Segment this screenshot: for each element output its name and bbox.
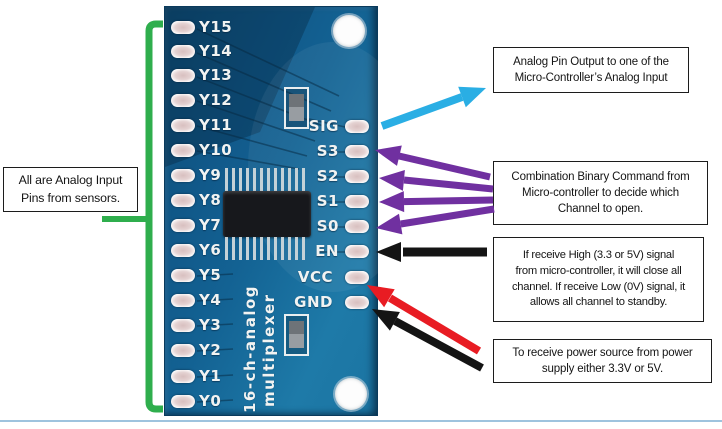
pin-pad-y0	[171, 395, 195, 408]
pin-pad-gnd	[345, 296, 369, 309]
arrow-en-head	[376, 242, 401, 262]
board-title-line2: multiplexer	[260, 293, 278, 407]
pin-label-y9: Y9	[199, 166, 222, 184]
arrow-s1-shaft	[403, 196, 494, 206]
arrow-vcc	[367, 285, 482, 355]
pin-pad-sig	[345, 120, 369, 133]
pin-label-y8: Y8	[199, 191, 222, 209]
arrow-s0	[376, 205, 495, 235]
bracket-path	[145, 20, 163, 413]
pin-pad-y1	[171, 370, 195, 383]
pin-pad-y13	[171, 69, 195, 82]
pin-label-y6: Y6	[199, 241, 222, 259]
arrow-gnd-shaft	[393, 317, 484, 372]
pin-label-y7: Y7	[199, 216, 222, 234]
pin-pad-y14	[171, 45, 195, 58]
arrow-sig-head	[458, 86, 486, 108]
pin-label-s2: S2	[316, 167, 339, 185]
note-analog-inputs: All are Analog Input Pins from sensors.	[3, 167, 138, 212]
pin-label-y2: Y2	[199, 341, 222, 359]
pin-label-gnd: GND	[294, 293, 333, 311]
arrow-s2-head	[379, 170, 405, 191]
pin-label-y10: Y10	[199, 141, 233, 159]
pin-pad-s3	[345, 145, 369, 158]
arrow-s2	[379, 170, 494, 193]
pin-label-y3: Y3	[199, 316, 222, 334]
note-sig-output: Analog Pin Output to one of the Micro-Co…	[493, 47, 689, 93]
pin-label-y0: Y0	[199, 392, 222, 410]
ic-leads-top	[225, 168, 309, 191]
smd-component-top	[284, 87, 309, 129]
mount-hole-top	[333, 15, 365, 47]
mount-hole-bottom	[335, 378, 367, 410]
pin-pad-y6	[171, 244, 195, 257]
smd-part	[289, 94, 304, 107]
pin-label-y1: Y1	[199, 367, 222, 385]
smd-component-bottom	[284, 314, 309, 356]
trace-group	[196, 28, 346, 403]
pin-pad-y12	[171, 94, 195, 107]
pin-label-sig: SIG	[308, 117, 339, 135]
pin-pad-en	[345, 245, 369, 258]
ic-chip	[223, 191, 311, 237]
pin-label-y12: Y12	[199, 91, 233, 109]
arrow-s0-shaft	[400, 205, 495, 228]
pin-pad-y3	[171, 319, 195, 332]
pin-pad-s2	[345, 170, 369, 183]
arrow-gnd	[372, 309, 484, 372]
pin-pad-y9	[171, 169, 195, 182]
pin-label-y11: Y11	[199, 116, 233, 134]
arrow-s2-shaft	[403, 176, 494, 193]
pin-label-en: EN	[315, 242, 339, 260]
arrow-s3	[375, 145, 491, 181]
arrow-sig-shaft	[380, 93, 464, 130]
pin-pad-y4	[171, 294, 195, 307]
smd-part	[289, 107, 304, 121]
arrow-s1	[379, 191, 494, 213]
pin-label-vcc: VCC	[297, 268, 333, 286]
pin-label-y14: Y14	[199, 42, 233, 60]
pin-pad-s1	[345, 195, 369, 208]
pin-label-y13: Y13	[199, 66, 233, 84]
arrow-s0-head	[376, 213, 403, 235]
pin-pad-y7	[171, 219, 195, 232]
pin-pad-y10	[171, 144, 195, 157]
arrow-s3-shaft	[398, 152, 491, 181]
arrow-sig	[380, 86, 486, 130]
note-select-lines: Combination Binary Command from Micro-co…	[493, 161, 708, 225]
pin-pad-y5	[171, 269, 195, 282]
pin-label-y4: Y4	[199, 291, 222, 309]
pin-pad-s0	[345, 220, 369, 233]
pin-pad-y2	[171, 344, 195, 357]
note-power-supply: To receive power source from power suppl…	[493, 339, 712, 383]
ic-leads-bottom	[225, 237, 309, 260]
pin-label-s3: S3	[316, 142, 339, 160]
pin-label-y15: Y15	[199, 18, 233, 36]
pin-pad-y8	[171, 194, 195, 207]
bottom-divider-line	[0, 420, 722, 422]
arrow-vcc-shaft	[387, 294, 482, 355]
pin-pad-vcc	[345, 271, 369, 284]
pin-label-y5: Y5	[199, 266, 222, 284]
arrow-en	[376, 242, 487, 262]
pin-label-s0: S0	[316, 217, 339, 235]
pin-pad-y11	[171, 119, 195, 132]
bracket-left-pins	[102, 20, 163, 413]
pcb-board: 16-ch-analog multiplexer Y15 Y14 Y13 Y12…	[164, 6, 379, 416]
arrow-s3-head	[375, 145, 402, 166]
arrow-s1-head	[379, 191, 405, 213]
note-enable-pin: If receive High (3.3 or 5V) signal from …	[493, 237, 704, 322]
smd-part	[289, 334, 304, 348]
smd-part	[289, 321, 304, 334]
pin-pad-y15	[171, 21, 195, 34]
pin-label-s1: S1	[316, 192, 339, 210]
